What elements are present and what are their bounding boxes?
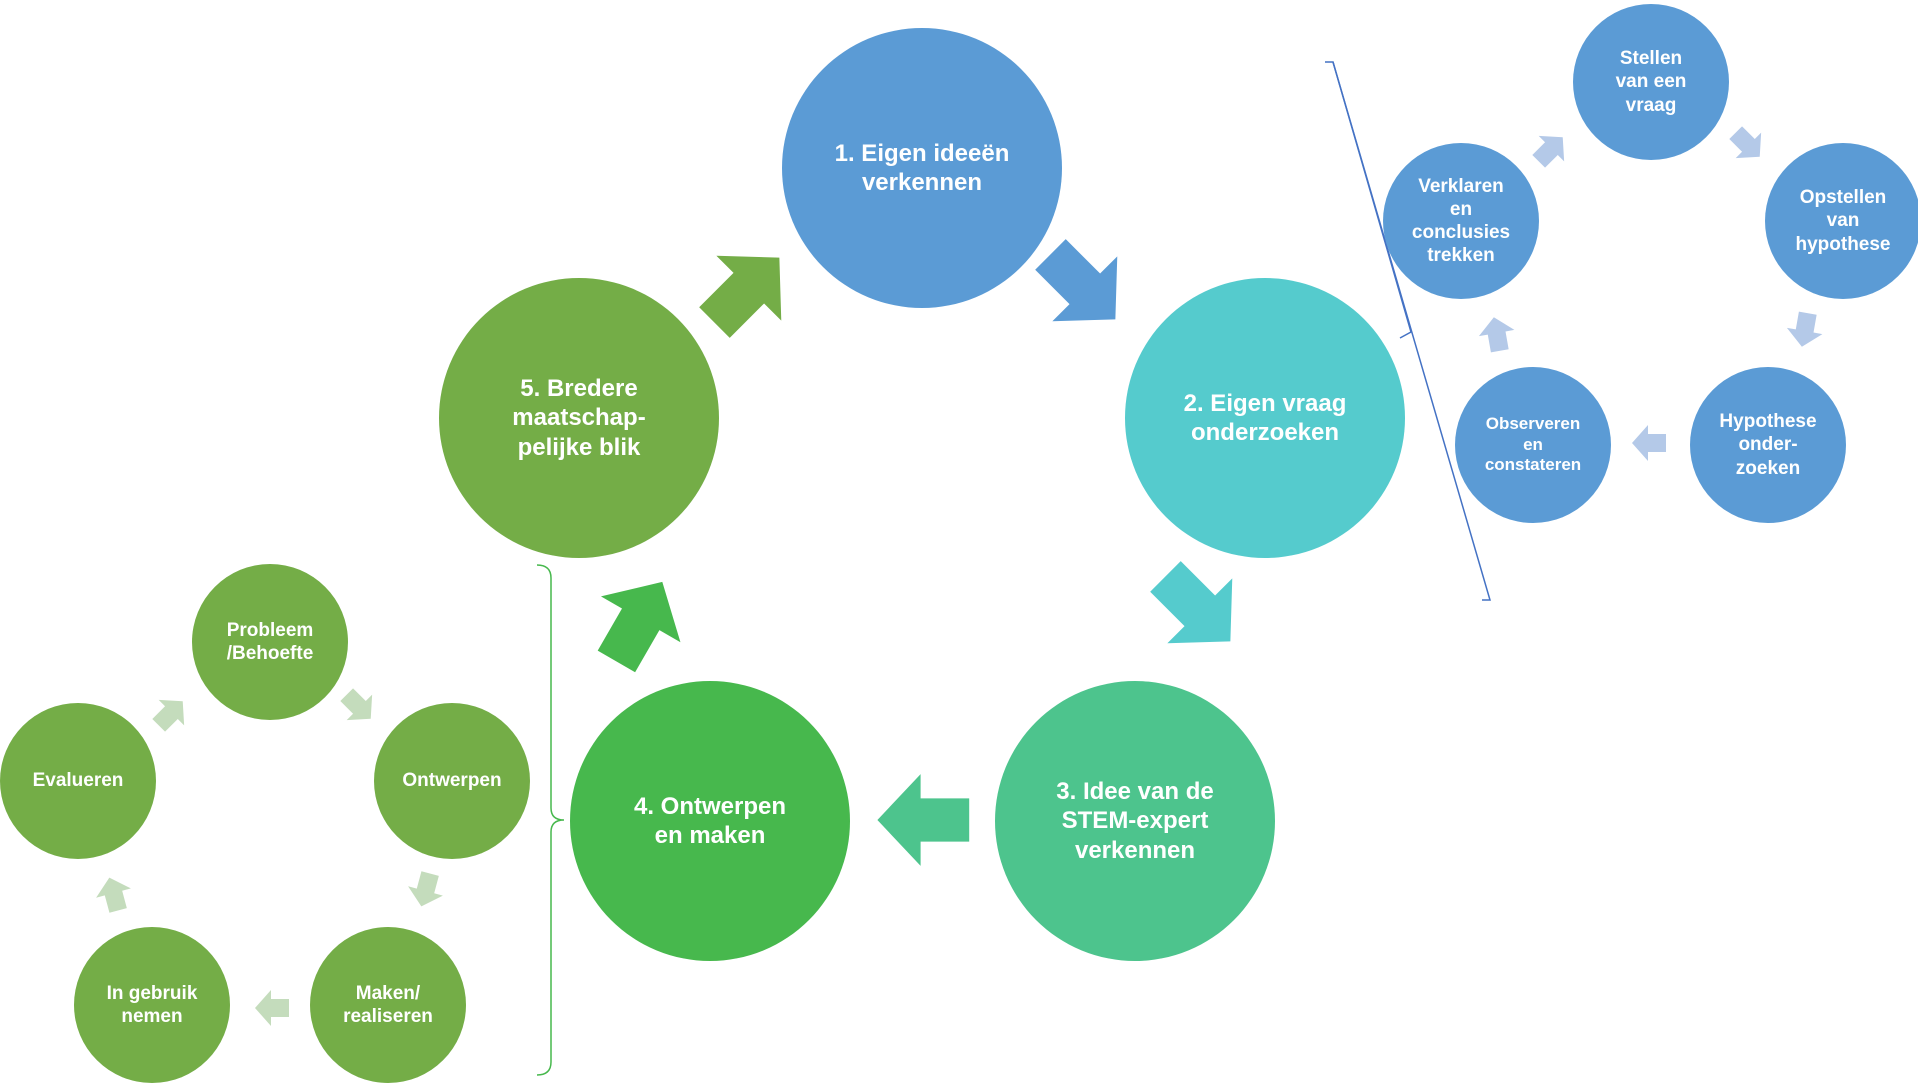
design-design-circle: Ontwerpen	[374, 703, 530, 859]
arrow-design-to-make	[403, 868, 448, 912]
research-hypothesis-label: Opstellen van hypothese	[1795, 187, 1891, 255]
step-1-circle: 1. Eigen ideeën verkennen	[782, 28, 1062, 308]
design-design-label: Ontwerpen	[402, 770, 502, 792]
design-cycle-bracket	[536, 564, 565, 1076]
arrow-question-to-hypothesis	[1722, 119, 1773, 170]
design-problem-label: Probleem /Behoefte	[226, 619, 314, 664]
research-question-circle: Stellen van een vraag	[1573, 4, 1729, 160]
research-hypothesis-circle: Opstellen van hypothese	[1765, 143, 1918, 299]
research-observe-label: Observeren en constateren	[1484, 413, 1582, 475]
arrow-make-to-use	[255, 990, 289, 1026]
research-investigate-label: Hypothese onder- zoeken	[1719, 411, 1817, 479]
design-make-label: Maken/ realiseren	[343, 982, 433, 1027]
step-4-circle: 4. Ontwerpen en maken	[570, 681, 850, 961]
step-1-label: 1. Eigen ideeën verkennen	[834, 139, 1010, 196]
arrow-observe-to-conclude	[1476, 314, 1518, 354]
research-conclude-label: Verklaren en conclusies trekken	[1411, 175, 1511, 267]
design-problem-circle: Probleem /Behoefte	[192, 564, 348, 720]
research-investigate-circle: Hypothese onder- zoeken	[1690, 367, 1846, 523]
step-3-label: 3. Idee van de STEM-expert verkennen	[1056, 778, 1214, 864]
arrow-3-to-4	[877, 774, 970, 866]
arrow-use-to-evaluate	[91, 872, 136, 916]
step-5-label: 5. Bredere maatschap- pelijke blik	[512, 375, 646, 461]
design-make-circle: Maken/ realiseren	[310, 927, 466, 1083]
arrow-investigate-to-observe	[1632, 425, 1666, 461]
design-evaluate-label: Evalueren	[32, 770, 124, 792]
design-use-label: In gebruik nemen	[106, 982, 198, 1027]
research-conclude-circle: Verklaren en conclusies trekken	[1383, 143, 1539, 299]
arrow-2-to-3	[1132, 543, 1263, 674]
step-2-circle: 2. Eigen vraag onderzoeken	[1125, 278, 1405, 558]
arrow-5-to-1	[681, 225, 812, 356]
design-use-circle: In gebruik nemen	[74, 927, 230, 1083]
arrow-4-to-5	[576, 558, 703, 685]
research-question-label: Stellen van een vraag	[1615, 48, 1687, 116]
arrow-hypothesis-to-investigate	[1784, 310, 1826, 350]
arrow-problem-to-design	[333, 681, 384, 732]
research-cycle-bracket	[1325, 61, 1492, 601]
step-4-label: 4. Ontwerpen en maken	[633, 792, 787, 849]
research-observe-circle: Observeren en constateren	[1455, 367, 1611, 523]
arrow-conclude-to-question	[1525, 124, 1576, 175]
step-3-circle: 3. Idee van de STEM-expert verkennen	[995, 681, 1275, 961]
arrow-evaluate-to-problem	[145, 688, 196, 739]
step-2-label: 2. Eigen vraag onderzoeken	[1183, 389, 1347, 446]
research-cycle-bracket-notch	[1332, 61, 1412, 339]
step-5-circle: 5. Bredere maatschap- pelijke blik	[439, 278, 719, 558]
design-evaluate-circle: Evalueren	[0, 703, 156, 859]
